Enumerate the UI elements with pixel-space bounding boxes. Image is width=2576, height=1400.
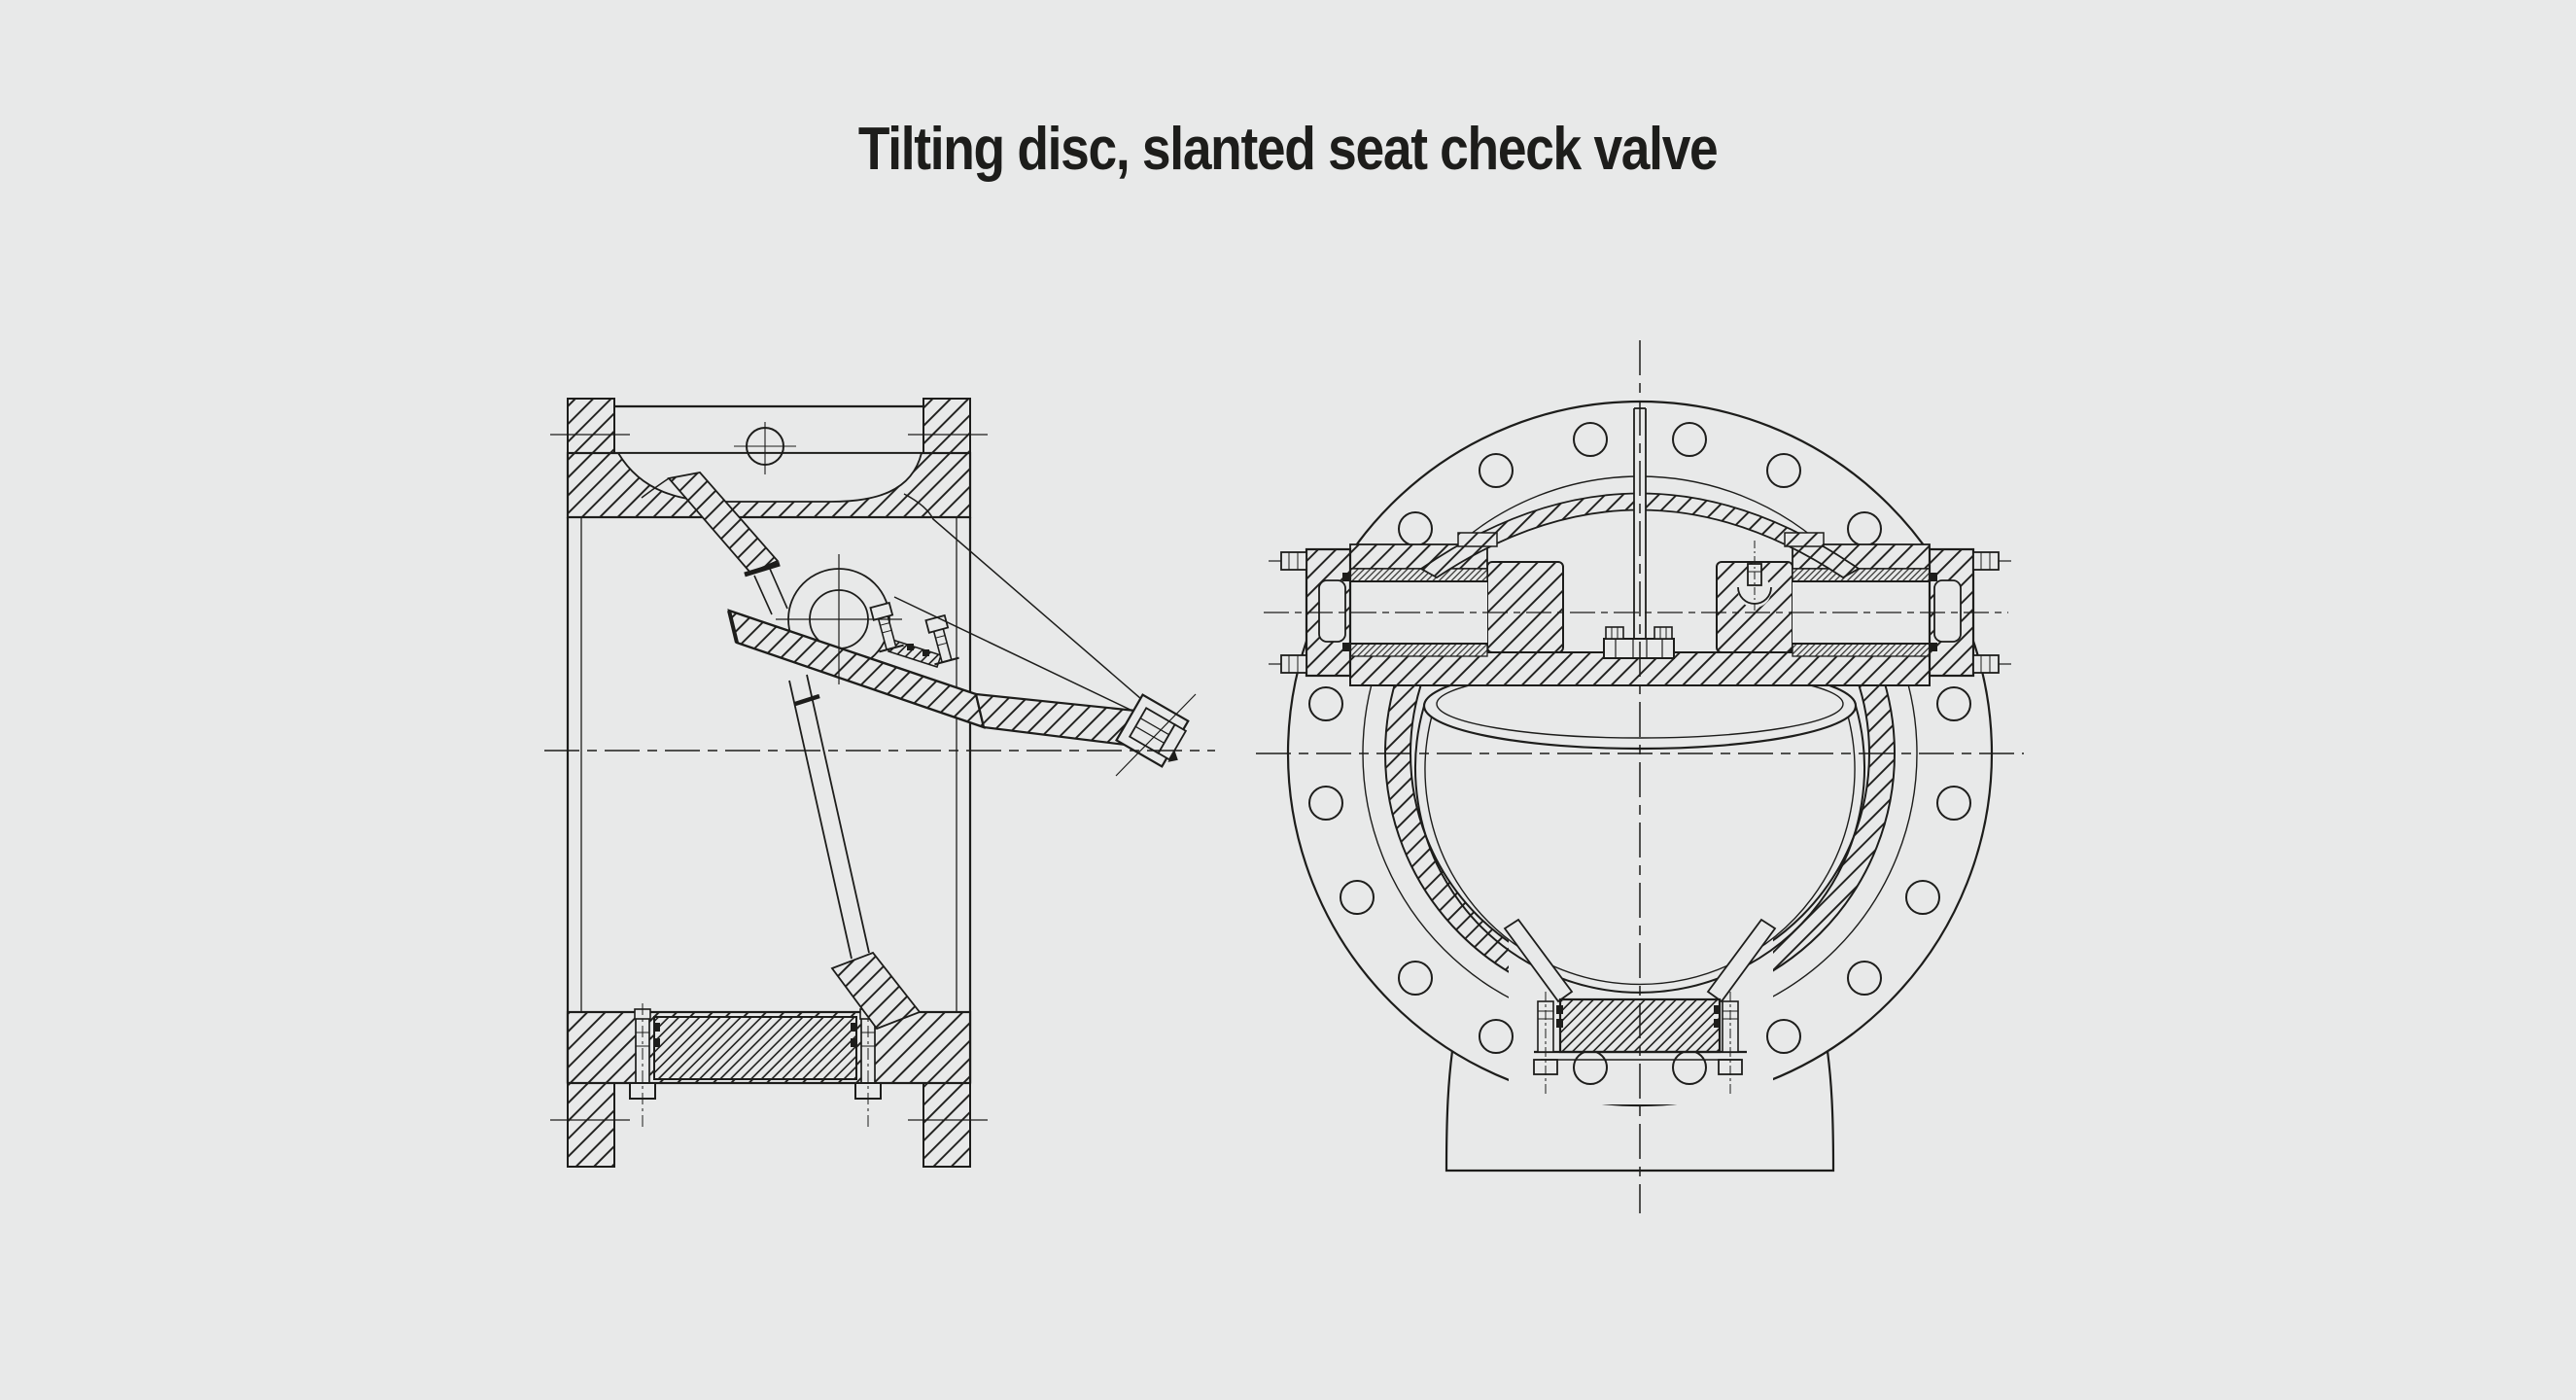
bolt-hole [1308,786,1343,821]
seat-ring-bolt [627,1003,658,1130]
seal-ring [1930,643,1937,651]
flange-bolt-ticks [550,434,988,1121]
lock-tab [907,644,914,650]
seal-marks [653,1023,857,1047]
seat-block-bolt [1533,992,1558,1097]
flange-tab-bottom-right [922,1082,971,1168]
cap-bolt [1269,654,1307,674]
stem-base-plate [1603,638,1675,659]
cover-step [1457,532,1498,547]
bonnet [566,404,972,519]
base-plate-bolt [1654,626,1673,640]
cap-bolt [1972,654,2011,674]
packing [1349,568,1488,582]
bottom-seat-assembly [566,1003,972,1130]
slanted-seat-lower [788,674,922,1031]
hinge-pin-end [1115,693,1197,777]
seal-mark [1556,1019,1563,1028]
grease-fitting [1737,541,1772,614]
bearing-retainer [1318,579,1346,643]
packing [1792,643,1931,657]
bolt-hole [1479,1019,1514,1054]
front-view [1256,340,2024,1213]
base-plate-bolt [1605,626,1624,640]
slanted-seat-upper [641,472,788,615]
lock-tab [922,649,929,656]
cover-dome [1419,492,1861,579]
seal-mark [1556,1005,1563,1014]
bolt-hole [1479,453,1514,488]
flange-tab-top-right [922,398,971,456]
bolt-hole [1573,422,1608,457]
seat-edge-tick [794,693,820,707]
seal-mark [1714,1005,1721,1014]
seal-ring [1342,573,1350,581]
bolt-hole [1766,1019,1801,1054]
tilting-disc [727,601,1157,750]
packing [1792,568,1931,582]
seat-foot-section [830,951,922,1031]
pin-axis-line [1115,693,1197,777]
hinge-fork-lines [893,493,1164,723]
cap-bolt [1269,551,1307,571]
side-flange-tabs [550,398,988,1168]
bolt-hole [1847,511,1882,546]
flange-tab-top-left [567,398,615,456]
disc-edge [727,610,739,644]
bolt-hole [1766,453,1801,488]
bolt-hole [1847,961,1882,996]
bolt-hole [1573,1050,1608,1085]
disc-bolt [869,601,904,653]
flange-tab-bottom-left [567,1082,615,1168]
seal-ring [1342,643,1350,651]
shaft [1793,581,1930,644]
bolt-hole [1398,961,1433,996]
seat-wall-right [1706,918,1777,1003]
hinge-hub-left [1486,561,1564,653]
bolt-hole [1672,1050,1707,1085]
seal-ring [1930,573,1937,581]
seat-ring-section [653,1016,857,1080]
cover-step [1784,532,1825,547]
bolt-hole [1672,422,1707,457]
bolt-hole [1398,511,1433,546]
valve-body-walls [566,517,972,1083]
lifting-eye-hole [734,422,796,474]
front-view-centerlines [1256,340,2024,1213]
seat-block-bolt [1718,992,1743,1097]
seal-mark [1714,1019,1721,1028]
bolt-hole [1936,786,1971,821]
bolt-hole [1308,686,1343,721]
side-section-view [544,398,1215,1168]
seat-wall-left [1503,918,1574,1003]
packing [1349,643,1488,657]
seat-edge-tick [744,561,781,578]
bearing-retainer [1933,579,1962,643]
bolt-hole [1340,880,1375,915]
clamp-plate [888,639,942,668]
bolt-hole [1936,686,1971,721]
side-view-centerlines [544,554,1215,752]
bolt-hole [1905,880,1940,915]
cap-bolt [1972,551,2011,571]
